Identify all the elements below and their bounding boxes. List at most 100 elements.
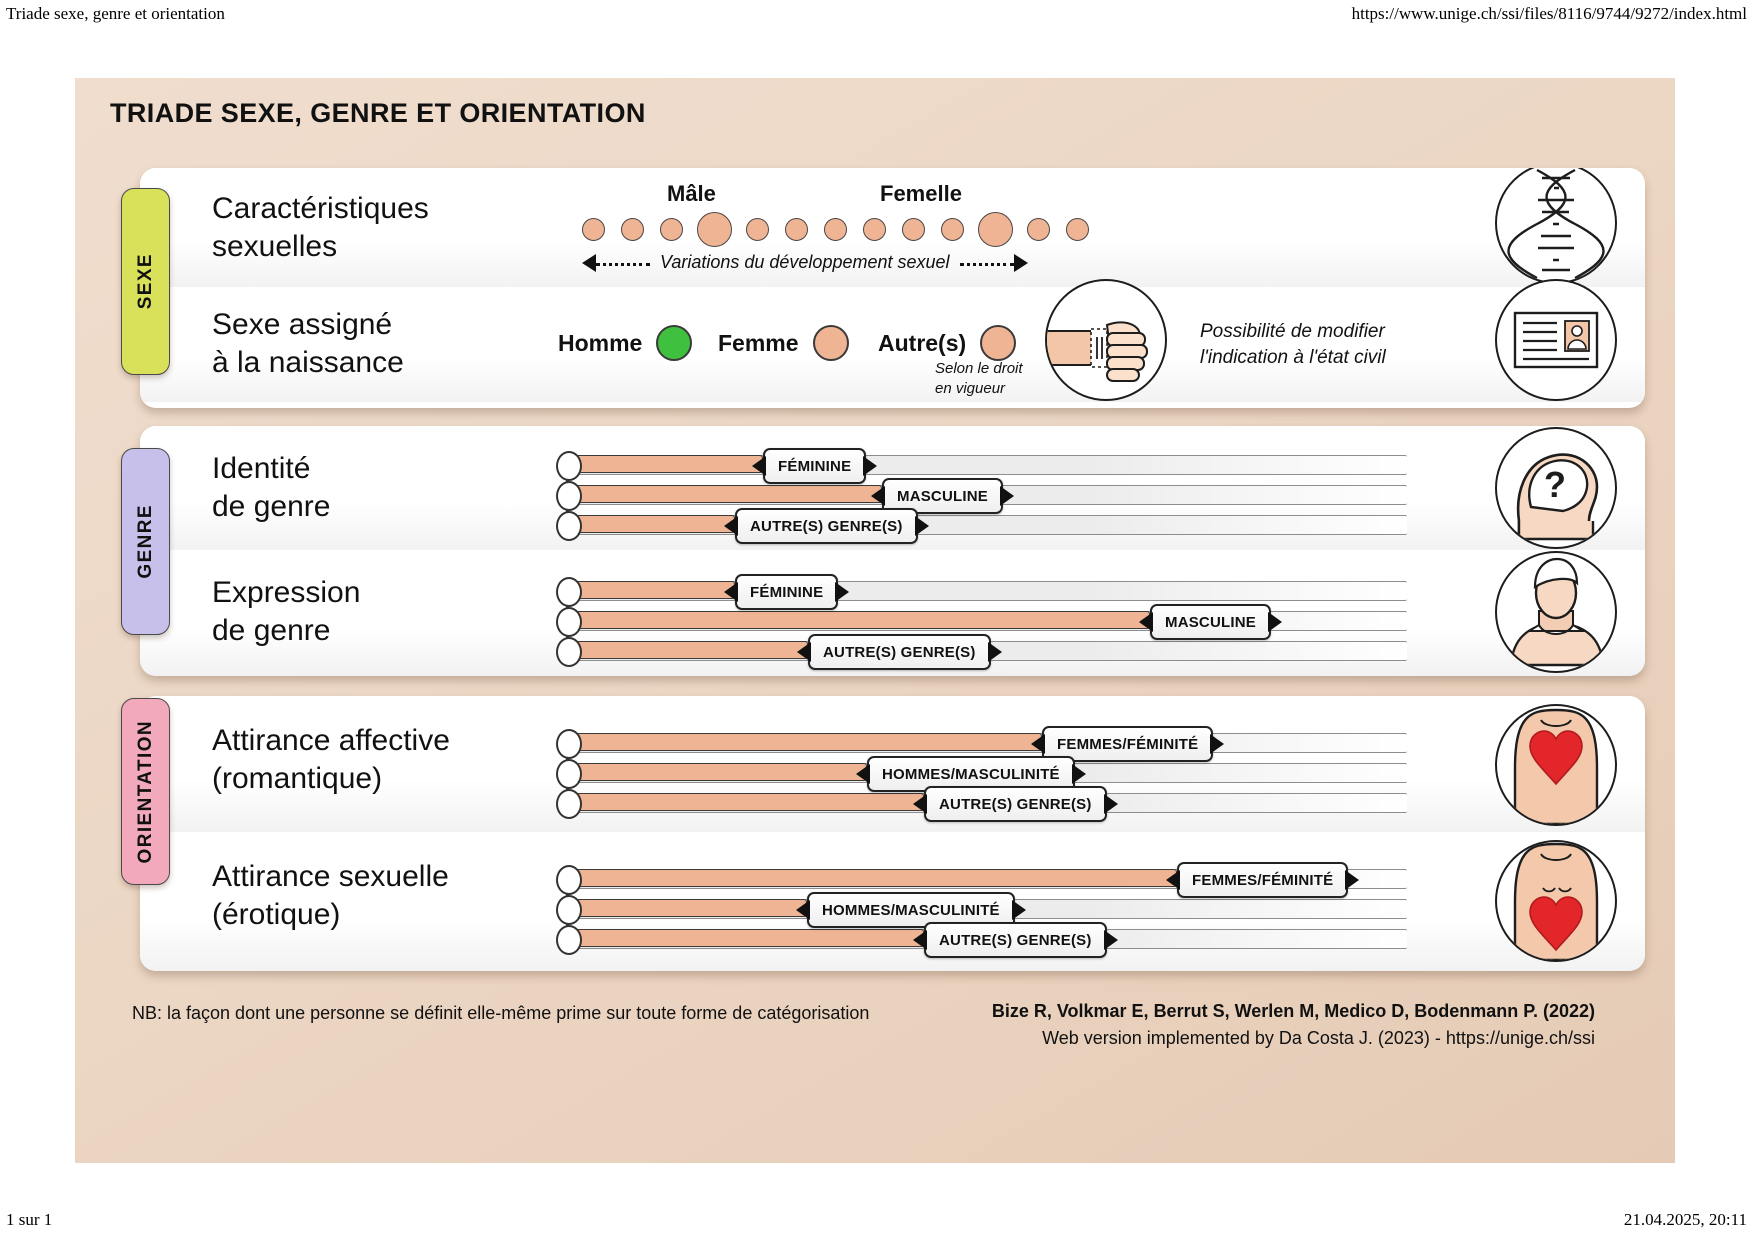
- slider-value-chip[interactable]: MASCULINE: [871, 478, 1014, 514]
- slider-value-chip[interactable]: FÉMININE: [752, 448, 878, 484]
- slider-knob[interactable]: [556, 451, 582, 481]
- slider-identite-feminine[interactable]: FÉMININE: [556, 448, 1407, 484]
- slider-knob[interactable]: [556, 759, 582, 789]
- assigned-sex-option-femme[interactable]: Femme: [718, 325, 849, 361]
- assigned-sex-radio-homme[interactable]: [656, 325, 693, 361]
- chip-arrow-right-icon: [835, 582, 850, 602]
- slider-knob[interactable]: [556, 481, 582, 511]
- chip-arrow-right-icon: [999, 486, 1014, 506]
- slider-fill: [567, 793, 924, 811]
- head-question-icon: ?: [1495, 427, 1617, 549]
- slider-knob[interactable]: [556, 637, 582, 667]
- row-identite-de-genre: Identité de genre FÉMININE: [140, 426, 1645, 550]
- variation-arrow-right-icon: [1014, 254, 1028, 272]
- chip-arrow-right-icon: [987, 642, 1002, 662]
- slider-sexuelle-autres[interactable]: AUTRE(S) GENRE(S): [556, 922, 1407, 958]
- print-header: Triade sexe, genre et orientation https:…: [0, 4, 1755, 30]
- row-attirance-affective: Attirance affective (romantique) FEMMES/…: [140, 696, 1645, 832]
- category-tab-orientation[interactable]: ORIENTATION: [121, 698, 170, 885]
- slider-affective-autres[interactable]: AUTRE(S) GENRE(S): [556, 786, 1407, 822]
- row-caracteristiques-label: Caractéristiques sexuelles: [212, 192, 429, 263]
- row-attirance-sexuelle-label: Attirance sexuelle (érotique): [212, 860, 449, 931]
- credit-webversion: Web version implemented by Da Costa J. (…: [1042, 1028, 1595, 1048]
- svg-text:?: ?: [1544, 464, 1566, 505]
- variation-caption: Variations du développement sexuel: [660, 252, 950, 272]
- variation-dash-left: [596, 263, 650, 266]
- slider-value-chip[interactable]: MASCULINE: [1139, 604, 1282, 640]
- slider-value-chip[interactable]: FÉMININE: [724, 574, 850, 610]
- dot: [785, 218, 808, 241]
- slider-label: FÉMININE: [750, 583, 824, 601]
- row-sexe-assigne: Sexe assigné à la naissance Homme Femme …: [140, 279, 1645, 402]
- slider-affective-hommes[interactable]: HOMMES/MASCULINITÉ: [556, 756, 1407, 792]
- slider-knob[interactable]: [556, 925, 582, 955]
- dot: [824, 218, 847, 241]
- slider-sexuelle-hommes[interactable]: HOMMES/MASCULINITÉ: [556, 892, 1407, 928]
- category-tab-sexe[interactable]: SEXE: [121, 188, 170, 375]
- row-attirance-sexuelle: Attirance sexuelle (érotique) FEMMES/FÉM…: [140, 832, 1645, 971]
- category-tab-genre[interactable]: GENRE: [121, 448, 170, 635]
- slider-knob[interactable]: [556, 789, 582, 819]
- row-sexe-assigne-label: Sexe assigné à la naissance: [212, 308, 404, 379]
- row-expression-label: Expression de genre: [212, 576, 361, 647]
- person-bust-icon: [1495, 551, 1617, 673]
- slider-label: HOMMES/MASCULINITÉ: [882, 765, 1060, 783]
- dot: [746, 218, 769, 241]
- print-header-title: Triade sexe, genre et orientation: [6, 4, 225, 23]
- slider-expression-masculine[interactable]: MASCULINE: [556, 604, 1407, 640]
- slider-fill: [567, 581, 735, 599]
- dot: [863, 218, 886, 241]
- slider-knob[interactable]: [556, 865, 582, 895]
- slider-expression-autres[interactable]: AUTRE(S) GENRE(S): [556, 634, 1407, 670]
- slider-knob[interactable]: [556, 607, 582, 637]
- slider-label: FEMMES/FÉMINITÉ: [1192, 871, 1334, 889]
- sex-characteristics-dot-scale: [574, 212, 1097, 247]
- print-timestamp: 21.04.2025, 20:11: [1623, 1210, 1747, 1229]
- credit-authors: Bize R, Volkmar E, Berrut S, Werlen M, M…: [991, 1001, 1595, 1021]
- assigned-sex-option-autres-label: Autre(s): [878, 329, 967, 356]
- chip-arrow-left-icon: [856, 764, 870, 784]
- assigned-sex-option-homme[interactable]: Homme: [558, 325, 693, 361]
- credits: Bize R, Volkmar E, Berrut S, Werlen M, M…: [992, 998, 1595, 1052]
- assigned-sex-right-note: Possibilité de modifier l'indication à l…: [1200, 321, 1386, 368]
- assigned-sex-option-femme-label: Femme: [718, 329, 799, 356]
- assigned-sex-radio-femme[interactable]: [812, 325, 849, 361]
- slider-value-chip[interactable]: AUTRE(S) GENRE(S): [797, 634, 1002, 670]
- chip-arrow-left-icon: [724, 516, 738, 536]
- peak-label-male: Mâle: [667, 181, 716, 206]
- chip-arrow-left-icon: [796, 900, 810, 920]
- page-title: TRIADE SEXE, GENRE ET ORIENTATION: [110, 98, 646, 128]
- assigned-sex-option-autres[interactable]: Autre(s): [878, 325, 1017, 361]
- group-orientation: Attirance affective (romantique) FEMMES/…: [140, 696, 1645, 971]
- slider-knob[interactable]: [556, 895, 582, 925]
- slider-identite-masculine[interactable]: MASCULINE: [556, 478, 1407, 514]
- slider-label: AUTRE(S) GENRE(S): [939, 931, 1092, 949]
- group-sexe: Caractéristiques sexuelles Mâle Femelle: [140, 168, 1645, 408]
- slider-label: AUTRE(S) GENRE(S): [939, 795, 1092, 813]
- slider-value-chip[interactable]: AUTRE(S) GENRE(S): [913, 786, 1118, 822]
- slider-knob[interactable]: [556, 511, 582, 541]
- dot: [941, 218, 964, 241]
- slider-value-chip[interactable]: AUTRE(S) GENRE(S): [913, 922, 1118, 958]
- slider-fill: [567, 641, 808, 659]
- row-caracteristiques-sexuelles: Caractéristiques sexuelles Mâle Femelle: [140, 168, 1645, 287]
- dot: [1066, 218, 1089, 241]
- chip-arrow-right-icon: [1103, 930, 1118, 950]
- slider-label: AUTRE(S) GENRE(S): [750, 517, 903, 535]
- slider-fill: [567, 763, 867, 781]
- slider-knob[interactable]: [556, 577, 582, 607]
- slider-expression-feminine[interactable]: FÉMININE: [556, 574, 1407, 610]
- slider-value-chip[interactable]: AUTRE(S) GENRE(S): [724, 508, 929, 544]
- infographic-poster: TRIADE SEXE, GENRE ET ORIENTATION SEXE G…: [75, 78, 1675, 1163]
- id-card-icon: [1495, 279, 1617, 401]
- chip-arrow-right-icon: [914, 516, 929, 536]
- assigned-sex-radio-autres[interactable]: [980, 325, 1017, 361]
- slider-affective-femmes[interactable]: FEMMES/FÉMINITÉ: [556, 726, 1407, 762]
- slider-label: MASCULINE: [897, 487, 988, 505]
- slider-value-chip[interactable]: FEMMES/FÉMINITÉ: [1166, 862, 1360, 898]
- chip-arrow-left-icon: [1031, 734, 1045, 754]
- slider-identite-autres[interactable]: AUTRE(S) GENRE(S): [556, 508, 1407, 544]
- slider-knob[interactable]: [556, 729, 582, 759]
- slider-sexuelle-femmes[interactable]: FEMMES/FÉMINITÉ: [556, 862, 1407, 898]
- chip-arrow-left-icon: [724, 582, 738, 602]
